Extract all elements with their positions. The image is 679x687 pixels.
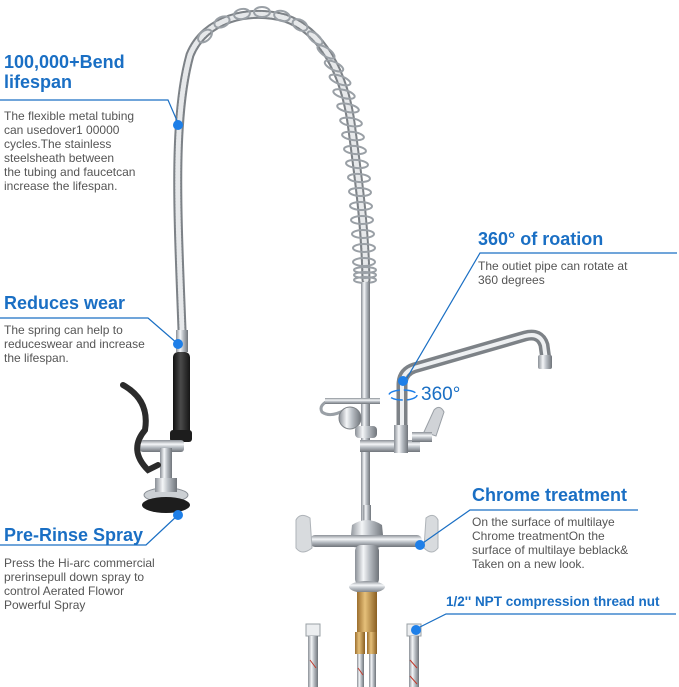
callout-title-pre-rinse-spray: Pre-Rinse Spray xyxy=(4,525,144,545)
brass-shank xyxy=(357,592,377,632)
callout-title-bend-lifespan: 100,000+Bend lifespan xyxy=(4,52,125,93)
callout-desc-reduces-wear: The spring can help to reduceswear and i… xyxy=(4,323,145,365)
callout-desc-bend-lifespan: The flexible metal tubing can usedover1 … xyxy=(4,109,136,193)
flexible-hose xyxy=(173,9,371,335)
callout-title-reduces-wear: Reduces wear xyxy=(4,293,126,313)
callout-title-line-2: lifespan xyxy=(4,71,73,92)
callout-dots xyxy=(173,120,425,635)
callout-desc-rotation: The outiet pipe can rotate at 360 degree… xyxy=(478,259,628,287)
callout-title-rotation: 360° of roation xyxy=(478,229,604,249)
callout-title-line-1: 100,000+Bend xyxy=(4,52,125,72)
rotation-arrow-icon xyxy=(388,389,418,401)
spring-coil xyxy=(197,6,377,284)
callout-leader-lines xyxy=(0,99,677,629)
rotation-degree-label: 360° xyxy=(421,384,461,405)
callout-desc-chrome-treatment: On the surface of multilaye Chrome treat… xyxy=(472,515,629,571)
wall-bracket xyxy=(319,398,380,438)
pre-rinse-spray-head xyxy=(120,330,192,513)
callout-title-npt-thread-nut: 1/2'' NPT compression thread nut xyxy=(446,594,660,609)
callout-desc-pre-rinse-spray: Press the Hi-arc commercial prerinsepull… xyxy=(4,556,155,612)
mixer-body xyxy=(295,505,439,593)
callout-title-chrome-treatment: Chrome treatment xyxy=(472,485,628,505)
